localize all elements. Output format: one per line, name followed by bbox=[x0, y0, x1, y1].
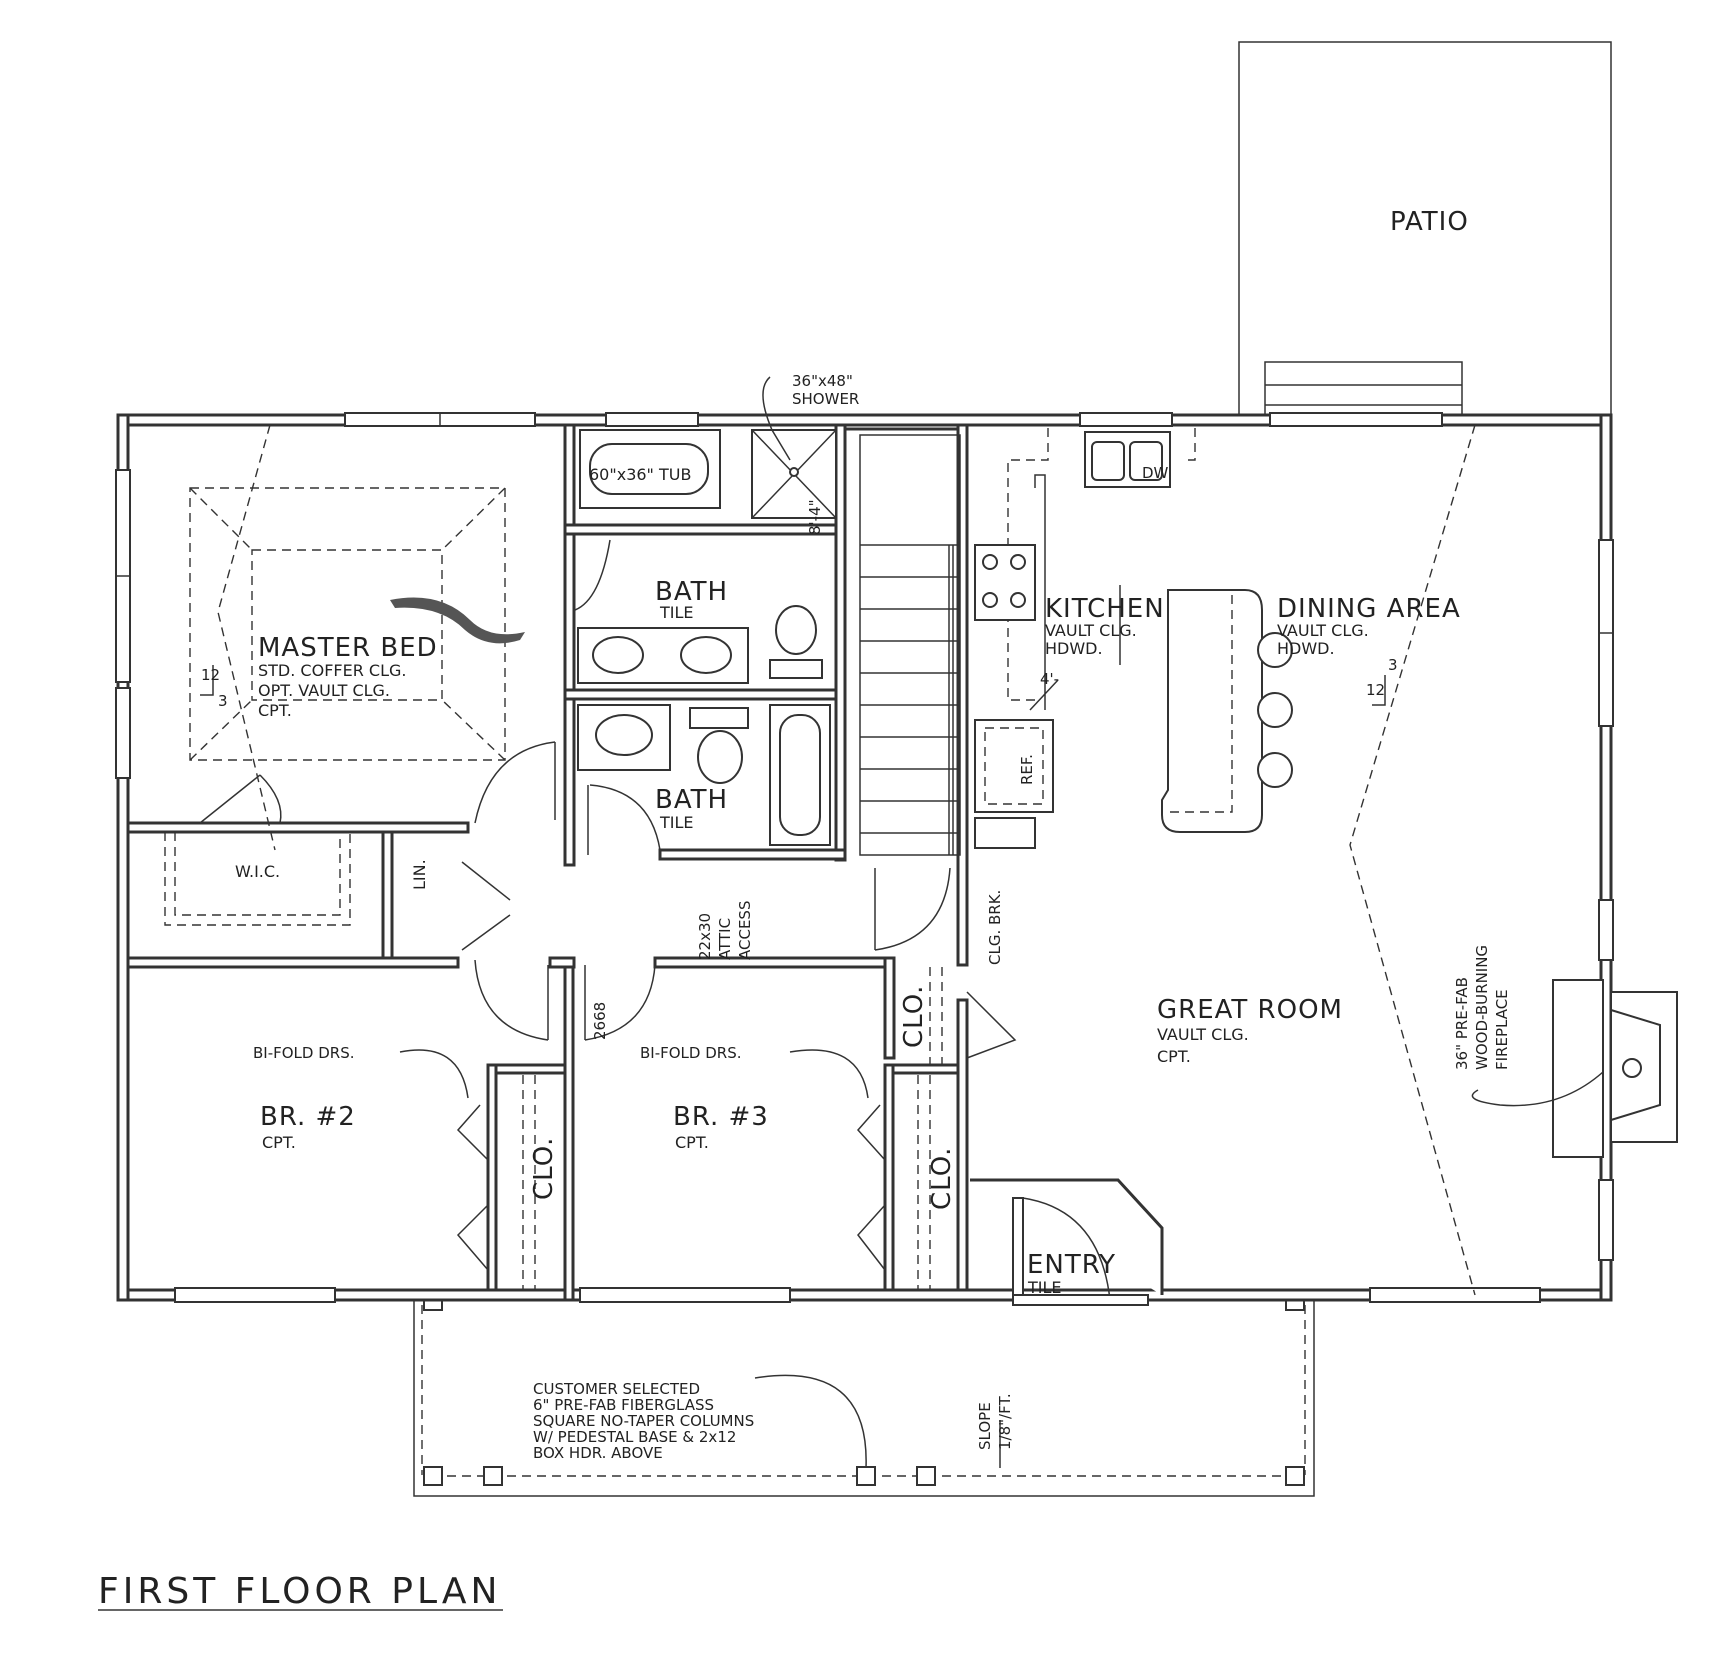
columns-note-1: CUSTOMER SELECTED bbox=[533, 1380, 700, 1398]
br2-label: BR. #2 bbox=[260, 1102, 356, 1132]
hall-bath-fixtures bbox=[577, 704, 831, 855]
slope-value-label: 1/8"/FT. bbox=[996, 1393, 1014, 1450]
fireplace-label-3: FIREPLACE bbox=[1493, 989, 1511, 1070]
interior-walls bbox=[126, 423, 969, 1302]
fireplace bbox=[1471, 979, 1678, 1158]
columns-note-3: SQUARE NO-TAPER COLUMNS bbox=[533, 1412, 754, 1430]
refrigerator-label: REF. bbox=[1018, 754, 1036, 785]
master-opt-label: OPT. VAULT CLG. bbox=[258, 681, 390, 700]
kitchen-fixtures bbox=[974, 428, 1196, 849]
entry-closet-label: CLO. bbox=[899, 985, 929, 1048]
br2-bifold-label: BI-FOLD DRS. bbox=[253, 1044, 355, 1062]
shower-dim-label: 8'-4" bbox=[806, 499, 824, 535]
entry-label: ENTRY bbox=[1027, 1250, 1116, 1280]
patio-label: PATIO bbox=[1390, 207, 1469, 237]
ceiling-break-label: CLG. BRK. bbox=[986, 890, 1004, 965]
exterior-walls bbox=[116, 413, 1613, 1302]
wic-label: W.I.C. bbox=[235, 862, 280, 881]
drawing-title: FIRST FLOOR PLAN bbox=[98, 1571, 501, 1612]
dining-ceiling-label: VAULT CLG. bbox=[1277, 621, 1369, 640]
great-room-label: GREAT ROOM bbox=[1157, 995, 1343, 1025]
master-floor-label: CPT. bbox=[258, 701, 292, 720]
master-bath-fixtures bbox=[574, 429, 837, 684]
dining-pitch-run: 12 bbox=[1366, 681, 1385, 699]
porch-columns bbox=[423, 1299, 1305, 1486]
br2-closet-label: CLO. bbox=[529, 1137, 559, 1200]
shower-label: SHOWER bbox=[792, 390, 859, 408]
columns-note-5: BOX HDR. ABOVE bbox=[533, 1444, 663, 1462]
bath1-floor-label: TILE bbox=[659, 603, 694, 622]
door-size-label: 2668 bbox=[591, 1002, 609, 1040]
dining-label: DINING AREA bbox=[1277, 594, 1461, 624]
entry-vestibule bbox=[970, 1178, 1164, 1306]
labels: PATIO MASTER BED STD. COFFER CLG. OPT. V… bbox=[98, 207, 1511, 1612]
br3-closet-label: CLO. bbox=[927, 1147, 957, 1210]
kitchen-floor-label: HDWD. bbox=[1045, 639, 1103, 658]
fireplace-label-2: WOOD-BURNING bbox=[1473, 945, 1491, 1070]
dining-floor-label: HDWD. bbox=[1277, 639, 1335, 658]
br3-floor-label: CPT. bbox=[675, 1133, 709, 1152]
master-pitch-rise: 12 bbox=[201, 666, 220, 684]
kitchen-island bbox=[1161, 589, 1293, 833]
dining-pitch-rise: 3 bbox=[1388, 656, 1398, 674]
counter-dim-label: 4'- bbox=[1040, 670, 1059, 688]
tub-label: 60"x36" TUB bbox=[589, 465, 691, 484]
columns-note-4: W/ PEDESTAL BASE & 2x12 bbox=[533, 1428, 736, 1446]
kitchen-label: KITCHEN bbox=[1045, 594, 1165, 624]
br3-closet bbox=[856, 1075, 931, 1290]
great-room-vault-line bbox=[1349, 424, 1476, 1296]
callout-arrows bbox=[399, 376, 1001, 1469]
stair-hatch bbox=[390, 597, 525, 644]
hall-doors bbox=[461, 741, 656, 1041]
br2-floor-label: CPT. bbox=[262, 1133, 296, 1152]
master-bed-label: MASTER BED bbox=[258, 633, 438, 663]
slope-label: SLOPE bbox=[976, 1402, 994, 1450]
dishwasher-label: DW bbox=[1142, 464, 1169, 482]
entry-closet bbox=[929, 967, 1017, 1065]
br3-bifold-label: BI-FOLD DRS. bbox=[640, 1044, 742, 1062]
entry-floor-label: TILE bbox=[1027, 1278, 1062, 1297]
master-coffer-ceiling bbox=[189, 424, 506, 851]
bath2-floor-label: TILE bbox=[659, 813, 694, 832]
br3-label: BR. #3 bbox=[673, 1102, 769, 1132]
attic-label: ATTIC bbox=[716, 918, 734, 960]
br2-closet bbox=[456, 1075, 536, 1290]
kitchen-ceiling-label: VAULT CLG. bbox=[1045, 621, 1137, 640]
linen-label: LIN. bbox=[410, 859, 429, 890]
master-pitch-run: 3 bbox=[218, 692, 228, 710]
fireplace-label-1: 36" PRE-FAB bbox=[1453, 977, 1471, 1070]
walk-in-closet bbox=[164, 774, 351, 926]
great-room-ceiling-label: VAULT CLG. bbox=[1157, 1025, 1249, 1044]
staircase bbox=[859, 434, 961, 951]
bath1-label: BATH bbox=[655, 577, 728, 607]
master-ceiling-label: STD. COFFER CLG. bbox=[258, 661, 406, 680]
windows bbox=[115, 412, 1614, 1303]
bath2-label: BATH bbox=[655, 785, 728, 815]
columns-note-2: 6" PRE-FAB FIBERGLASS bbox=[533, 1396, 714, 1414]
great-room-floor-label: CPT. bbox=[1157, 1047, 1191, 1066]
shower-size-label: 36"x48" bbox=[792, 372, 853, 390]
roof-pitch-symbols bbox=[200, 665, 1386, 706]
attic-size-label: 22x30 bbox=[696, 913, 714, 960]
attic-access-label: ACCESS bbox=[736, 901, 754, 960]
